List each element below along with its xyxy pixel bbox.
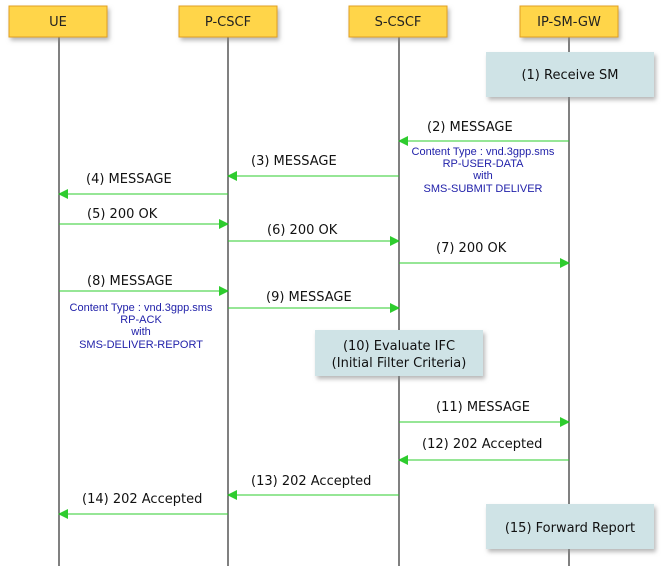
note-1-line-4: SMS-SUBMIT DELIVER — [424, 183, 543, 195]
note-2-line-3: with — [130, 326, 151, 338]
note-2-line-1: Content Type : vnd.3gpp.sms — [70, 302, 213, 314]
note-1-line-3: with — [472, 170, 493, 182]
note-1-line-1: Content Type : vnd.3gpp.sms — [412, 146, 555, 158]
msg-2-label: (2) MESSAGE — [427, 120, 513, 135]
entity-s-cscf: S-CSCF — [348, 5, 448, 38]
process-forward-report-label: (15) Forward Report — [505, 521, 635, 536]
msg-4-label: (4) MESSAGE — [86, 172, 172, 187]
entity-p-cscf-label: P-CSCF — [205, 15, 251, 30]
note-2-line-4: SMS-DELIVER-REPORT — [79, 339, 203, 351]
msg-11-label: (11) MESSAGE — [436, 400, 530, 415]
note-content-type-2: Content Type : vnd.3gpp.sms RP-ACK with … — [70, 302, 213, 351]
entity-ue: UE — [8, 5, 108, 38]
entity-ip-sm-gw-label: IP-SM-GW — [537, 15, 601, 30]
process-evaluate-ifc: (10) Evaluate IFC (Initial Filter Criter… — [315, 330, 483, 376]
msg-8-label: (8) MESSAGE — [87, 274, 173, 289]
msg-3-label: (3) MESSAGE — [251, 154, 337, 169]
process-evaluate-ifc-line-2: (Initial Filter Criteria) — [332, 356, 467, 371]
entity-p-cscf: P-CSCF — [178, 5, 278, 38]
process-receive-sm-label: (1) Receive SM — [521, 68, 618, 83]
process-forward-report: (15) Forward Report — [486, 504, 654, 549]
msg-5-label: (5) 200 OK — [87, 207, 158, 222]
entity-s-cscf-label: S-CSCF — [375, 15, 422, 30]
msg-6-label: (6) 200 OK — [267, 223, 338, 238]
entity-ue-label: UE — [49, 15, 67, 30]
msg-9-label: (9) MESSAGE — [266, 290, 352, 305]
msg-13-label: (13) 202 Accepted — [251, 474, 371, 489]
msg-12-label: (12) 202 Accepted — [422, 437, 542, 452]
process-evaluate-ifc-line-1: (10) Evaluate IFC — [343, 339, 455, 354]
msg-7-label: (7) 200 OK — [436, 241, 507, 256]
note-1-line-2: RP-USER-DATA — [443, 158, 525, 170]
process-receive-sm: (1) Receive SM — [486, 52, 654, 97]
note-content-type-1: Content Type : vnd.3gpp.sms RP-USER-DATA… — [412, 146, 555, 195]
entity-ip-sm-gw: IP-SM-GW — [519, 5, 619, 38]
msg-14-label: (14) 202 Accepted — [82, 492, 202, 507]
note-2-line-2: RP-ACK — [120, 314, 162, 326]
